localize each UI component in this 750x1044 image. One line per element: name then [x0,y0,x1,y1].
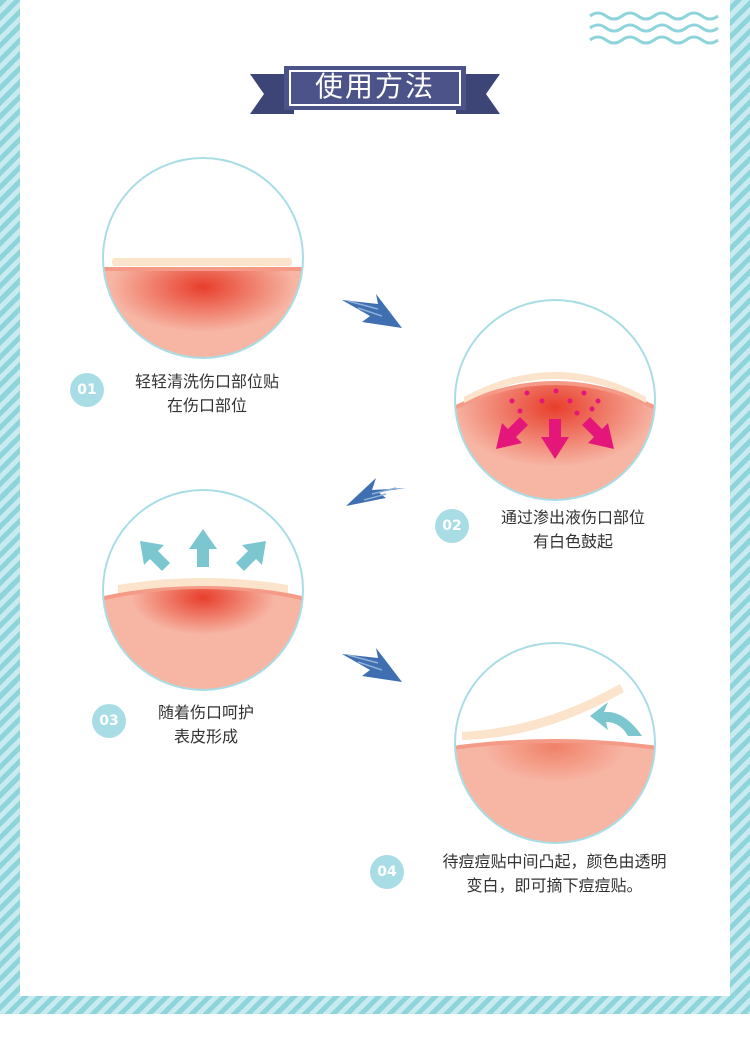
step-4-illustration [452,640,658,846]
step-arrow-icon [342,458,410,510]
step-2-caption: 通过渗出液伤口部位 有白色鼓起 [478,506,668,554]
wave-decoration-icon [588,8,728,48]
step-1-illustration [100,155,306,361]
step-arrow-icon [338,282,406,334]
step-2-illustration [452,297,658,503]
step-2-badge: 02 [435,509,469,543]
step-4-caption: 待痘痘贴中间凸起，颜色由透明 变白，即可摘下痘痘贴。 [412,850,697,898]
step-1-caption: 轻轻清洗伤口部位贴 在伤口部位 [112,370,302,418]
step-1-badge: 01 [70,373,104,407]
step-3-illustration [100,487,306,693]
step-arrow-icon [338,636,406,688]
page-title: 使用方法 [287,66,463,108]
step-4-badge: 04 [370,855,404,889]
step-3-badge: 03 [92,704,126,738]
step-3-caption: 随着伤口呵护 表皮形成 [136,701,276,749]
